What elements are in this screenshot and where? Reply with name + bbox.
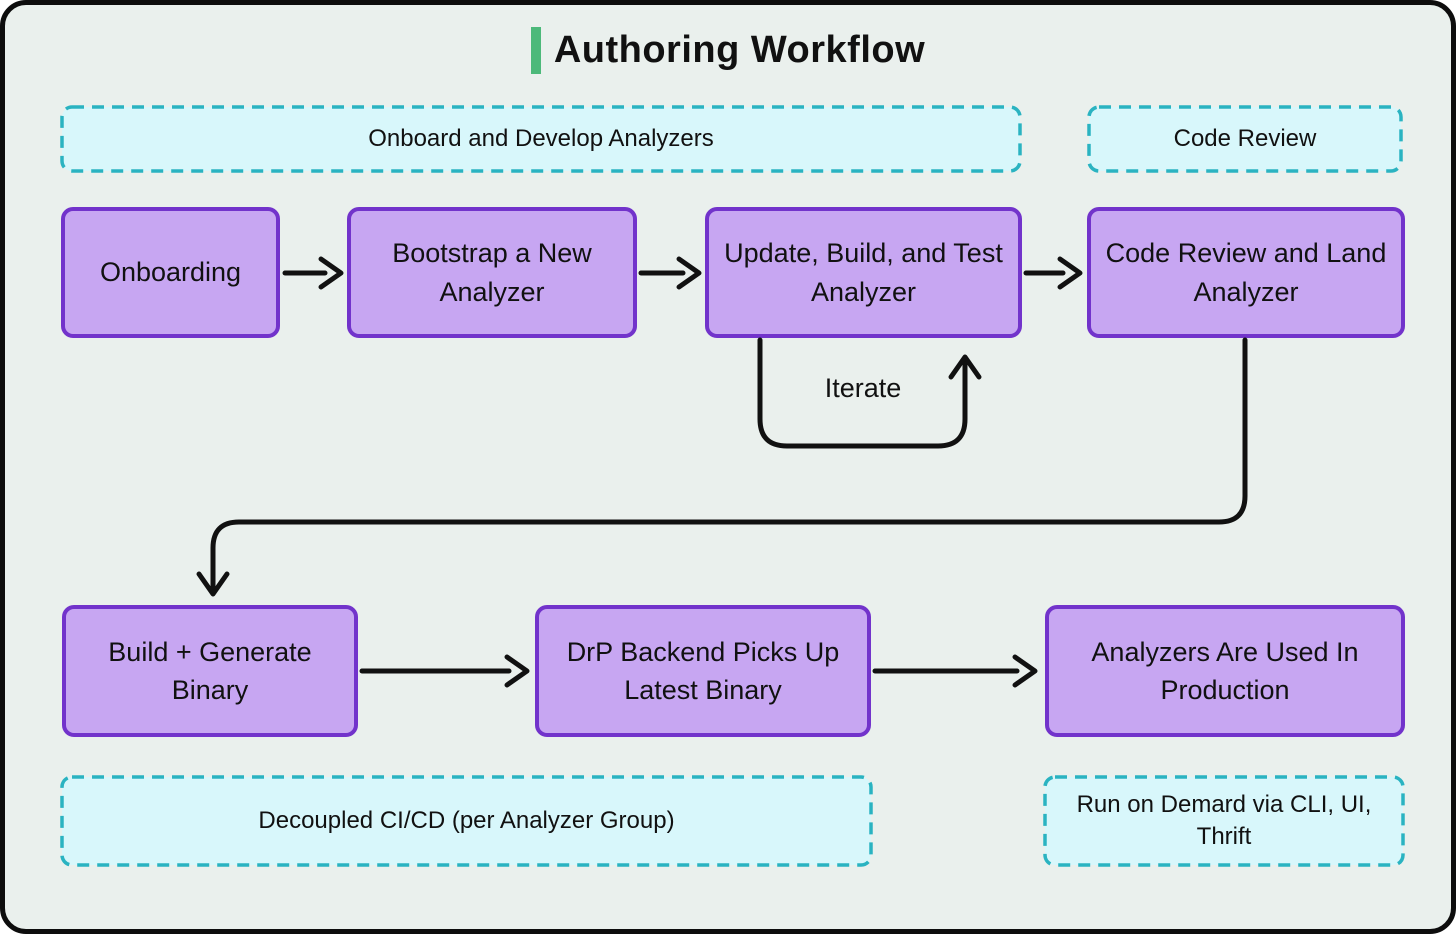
edge-code-review-land-to-build-generate	[196, 337, 1248, 597]
node-code-review-land: Code Review and Land Analyzer	[1087, 207, 1405, 338]
node-build-generate-binary: Build + Generate Binary	[62, 605, 358, 737]
edge-build-generate-to-drp	[359, 654, 530, 688]
node-onboarding: Onboarding	[61, 207, 280, 338]
group-label-text: Run on Demard via CLI, UI, Thrift	[1076, 790, 1372, 850]
title-accent-bar	[530, 27, 541, 74]
node-bootstrap-new-analyzer: Bootstrap a New Analyzer	[347, 207, 637, 338]
node-analyzers-in-production: Analyzers Are Used In Production	[1045, 605, 1405, 737]
diagram-title: Authoring Workflow	[5, 27, 1451, 74]
group-label-decoupled-cicd: Decoupled CI/CD (per Analyzer Group)	[60, 775, 873, 867]
edge-label-iterate: Iterate	[824, 373, 902, 403]
dashed-border	[60, 105, 1022, 173]
page-title: Authoring Workflow	[553, 29, 926, 71]
node-drp-backend-picks-binary: DrP Backend Picks Up Latest Binary	[535, 605, 871, 737]
dashed-border	[1087, 105, 1403, 173]
dashed-border	[1043, 775, 1405, 867]
edge-bootstrap-to-update	[638, 256, 702, 290]
group-label-code-review: Code Review	[1087, 105, 1403, 173]
edge-onboarding-to-bootstrap	[282, 256, 344, 290]
group-label-text: Decoupled CI/CD (per Analyzer Group)	[258, 806, 675, 834]
group-label-text: Code Review	[1173, 124, 1317, 152]
group-label-run-on-demand: Run on Demard via CLI, UI, Thrift	[1043, 775, 1405, 867]
group-label-text: Onboard and Develop Analyzers	[368, 124, 714, 152]
edge-update-to-code-review-land	[1023, 256, 1083, 290]
node-update-build-test: Update, Build, and Test Analyzer	[705, 207, 1022, 338]
edge-drp-to-production	[872, 654, 1038, 688]
dashed-border	[60, 775, 873, 867]
group-label-onboard-develop: Onboard and Develop Analyzers	[60, 105, 1022, 173]
